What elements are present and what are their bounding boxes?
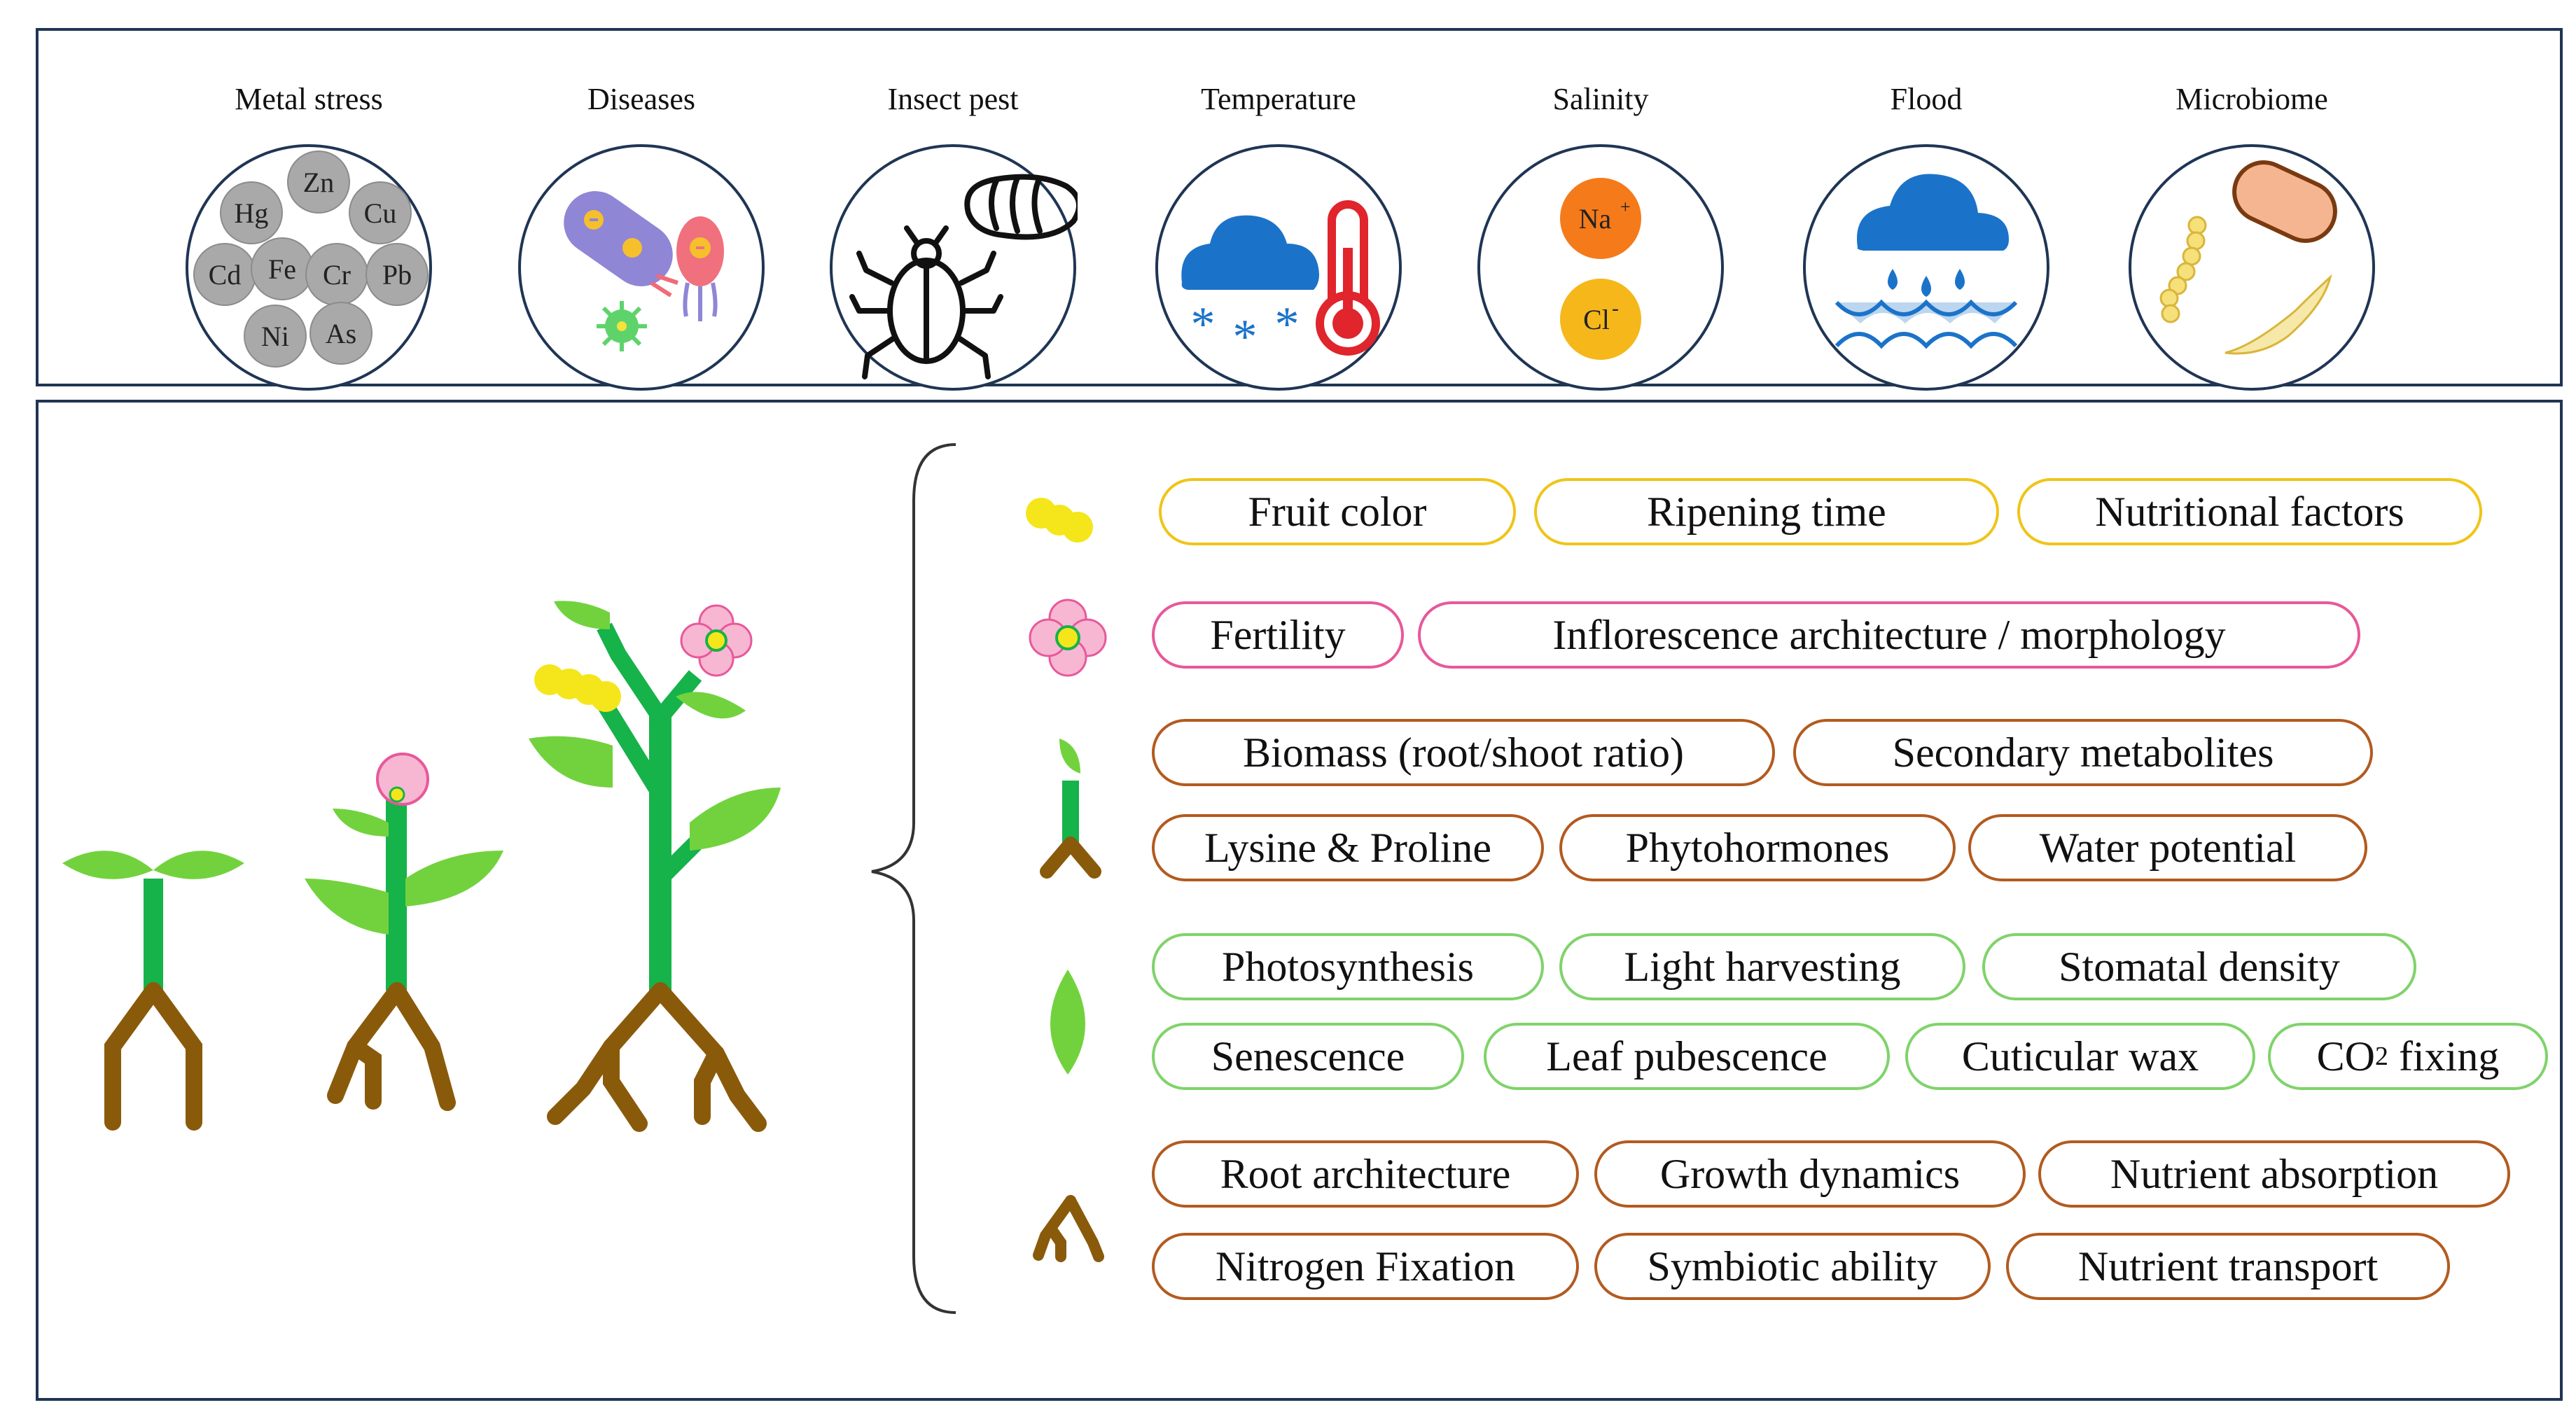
trait-nutrient-absorption: Nutrient absorption <box>2038 1140 2510 1208</box>
flower-icon <box>1029 599 1107 677</box>
trait-phytohormones: Phytohormones <box>1559 814 1956 881</box>
ion-cd: Cd <box>209 259 242 291</box>
ion-cu: Cu <box>364 197 397 229</box>
ion-ni: Ni <box>261 321 289 352</box>
microbes-icon <box>2129 144 2375 391</box>
salt-ions-icon: Na + Cl - <box>1477 144 1724 391</box>
trait-inflorescence: Inflorescence architecture / morphology <box>1418 601 2360 669</box>
trait-light-harvesting: Light harvesting <box>1559 933 1965 1000</box>
trait-root-architecture: Root architecture <box>1152 1140 1579 1208</box>
trait-biomass: Biomass (root/shoot ratio) <box>1152 719 1775 786</box>
trait-ripening-time: Ripening time <box>1534 478 1999 545</box>
ion-cr: Cr <box>323 259 351 291</box>
trait-secondary-metabolites: Secondary metabolites <box>1793 719 2373 786</box>
mature-plant <box>529 601 781 1132</box>
svg-text:*: * <box>1233 310 1258 364</box>
trait-nutritional-factors: Nutritional factors <box>2017 478 2482 545</box>
ion-fe: Fe <box>268 253 296 285</box>
rain-waves-icon <box>1803 144 2049 391</box>
ion-as: As <box>326 318 356 349</box>
plant-traits-panel: Fruit color Ripening time Nutritional fa… <box>36 400 2563 1401</box>
ion-zn: Zn <box>303 167 334 198</box>
trait-stomatal-density: Stomatal density <box>1982 933 2416 1000</box>
ion-hg: Hg <box>235 197 269 229</box>
young-plant <box>305 753 503 1111</box>
leaf-icon <box>1050 970 1085 1075</box>
trait-growth-dynamics: Growth dynamics <box>1594 1140 2026 1208</box>
root-icon <box>1033 1195 1104 1262</box>
trait-lysine-proline: Lysine & Proline <box>1152 814 1544 881</box>
mature-flower <box>680 604 753 677</box>
svg-text:*: * <box>1191 298 1216 351</box>
chloride-ion: Cl <box>1583 304 1610 335</box>
svg-text:+: + <box>1620 197 1631 217</box>
stress-label-flood: Flood <box>1890 82 1963 116</box>
metal-ions-icon: Zn Hg Cu Cd Fe Cr Pb Ni As <box>186 144 432 391</box>
sodium-ion: Na <box>1579 203 1612 235</box>
fruit-icon <box>1026 498 1093 543</box>
plant-growth-illustration <box>62 601 781 1132</box>
trait-bracket <box>871 443 956 1314</box>
trait-nutrient-transport: Nutrient transport <box>2006 1233 2450 1300</box>
stress-factors-panel: Metal stress Diseases Insect pest Temper… <box>36 28 2563 391</box>
ion-pb: Pb <box>382 259 412 291</box>
stress-label-diseases: Diseases <box>587 82 695 116</box>
trait-fertility: Fertility <box>1152 601 1404 669</box>
cloud-thermometer-icon: * * * <box>1155 144 1402 391</box>
svg-text:-: - <box>1612 297 1619 320</box>
insect-icon <box>830 144 1078 391</box>
trait-leaf-pubescence: Leaf pubescence <box>1484 1023 1890 1090</box>
seedling-plant <box>62 851 244 1131</box>
trait-water-potential: Water potential <box>1968 814 2367 881</box>
stress-label-insect: Insect pest <box>887 82 1019 116</box>
trait-fruit-color: Fruit color <box>1159 478 1516 545</box>
trait-photosynthesis: Photosynthesis <box>1152 933 1544 1000</box>
stem-icon <box>1040 739 1101 879</box>
trait-senescence: Senescence <box>1152 1023 1464 1090</box>
trait-cuticular-wax: Cuticular wax <box>1905 1023 2255 1090</box>
stress-label-microbiome: Microbiome <box>2175 82 2328 116</box>
svg-text:*: * <box>1275 298 1300 351</box>
stress-label-temperature: Temperature <box>1201 82 1356 116</box>
stress-label-metal: Metal stress <box>235 82 383 116</box>
trait-nitrogen-fixation: Nitrogen Fixation <box>1152 1233 1579 1300</box>
trait-symbiotic-ability: Symbiotic ability <box>1594 1233 1991 1300</box>
pathogen-icon <box>518 144 765 391</box>
stress-label-salinity: Salinity <box>1552 82 1649 116</box>
